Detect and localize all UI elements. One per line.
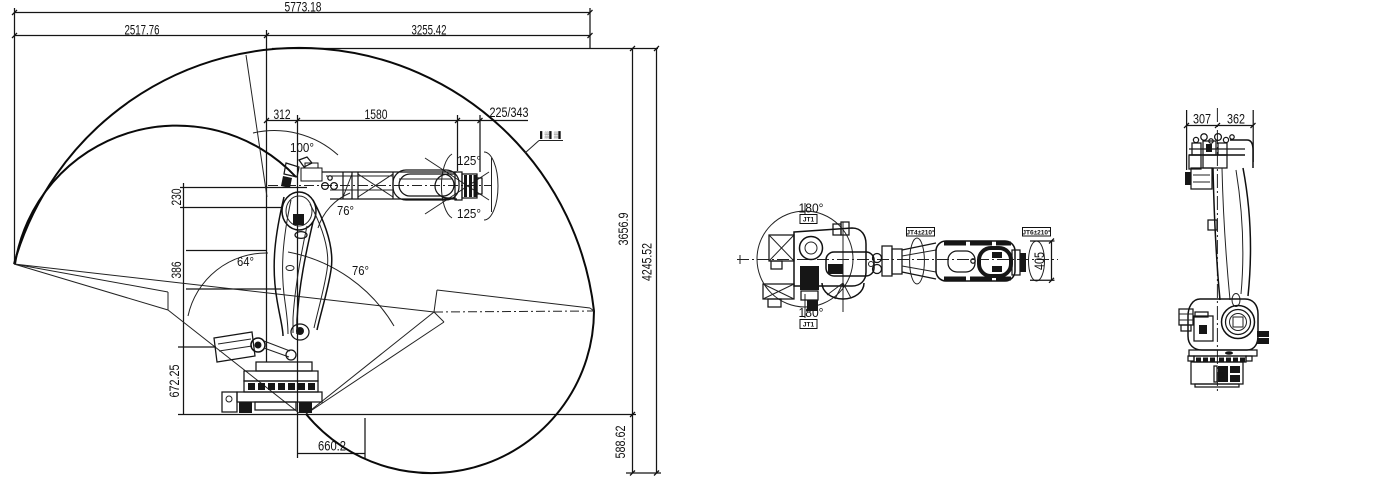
svg-text:125°: 125° [457,153,481,168]
svg-text:76°: 76° [337,203,354,218]
svg-text:660.2: 660.2 [318,439,346,454]
svg-text:2517.76: 2517.76 [125,23,160,38]
svg-text:4245.52: 4245.52 [640,243,655,281]
svg-text:JT1: JT1 [803,217,815,224]
svg-text:JT1: JT1 [803,322,815,329]
svg-text:5773.18: 5773.18 [285,0,322,15]
svg-text:3255.42: 3255.42 [412,23,447,38]
svg-text:312: 312 [274,107,291,122]
svg-text:672.25: 672.25 [167,365,182,398]
svg-text:362: 362 [1227,112,1245,127]
svg-text:386: 386 [169,262,184,279]
svg-text:588.62: 588.62 [613,426,628,459]
svg-text:225/343: 225/343 [490,105,529,120]
svg-text:230: 230 [169,189,184,206]
svg-text:JT6±210°: JT6±210° [1022,228,1051,236]
svg-text:▌▒▌▒▌: ▌▒▌▒▌ [540,131,563,139]
svg-text:100°: 100° [290,140,314,155]
svg-text:3656.9: 3656.9 [616,213,631,246]
svg-text:JT4±210°: JT4±210° [906,228,935,236]
svg-text:125°: 125° [457,206,481,221]
svg-text:307: 307 [1193,112,1211,127]
svg-text:1580: 1580 [365,107,388,122]
svg-text:180°: 180° [799,201,824,216]
svg-text:76°: 76° [352,263,369,278]
svg-text:64°: 64° [237,254,254,269]
svg-text:405: 405 [1032,252,1047,270]
